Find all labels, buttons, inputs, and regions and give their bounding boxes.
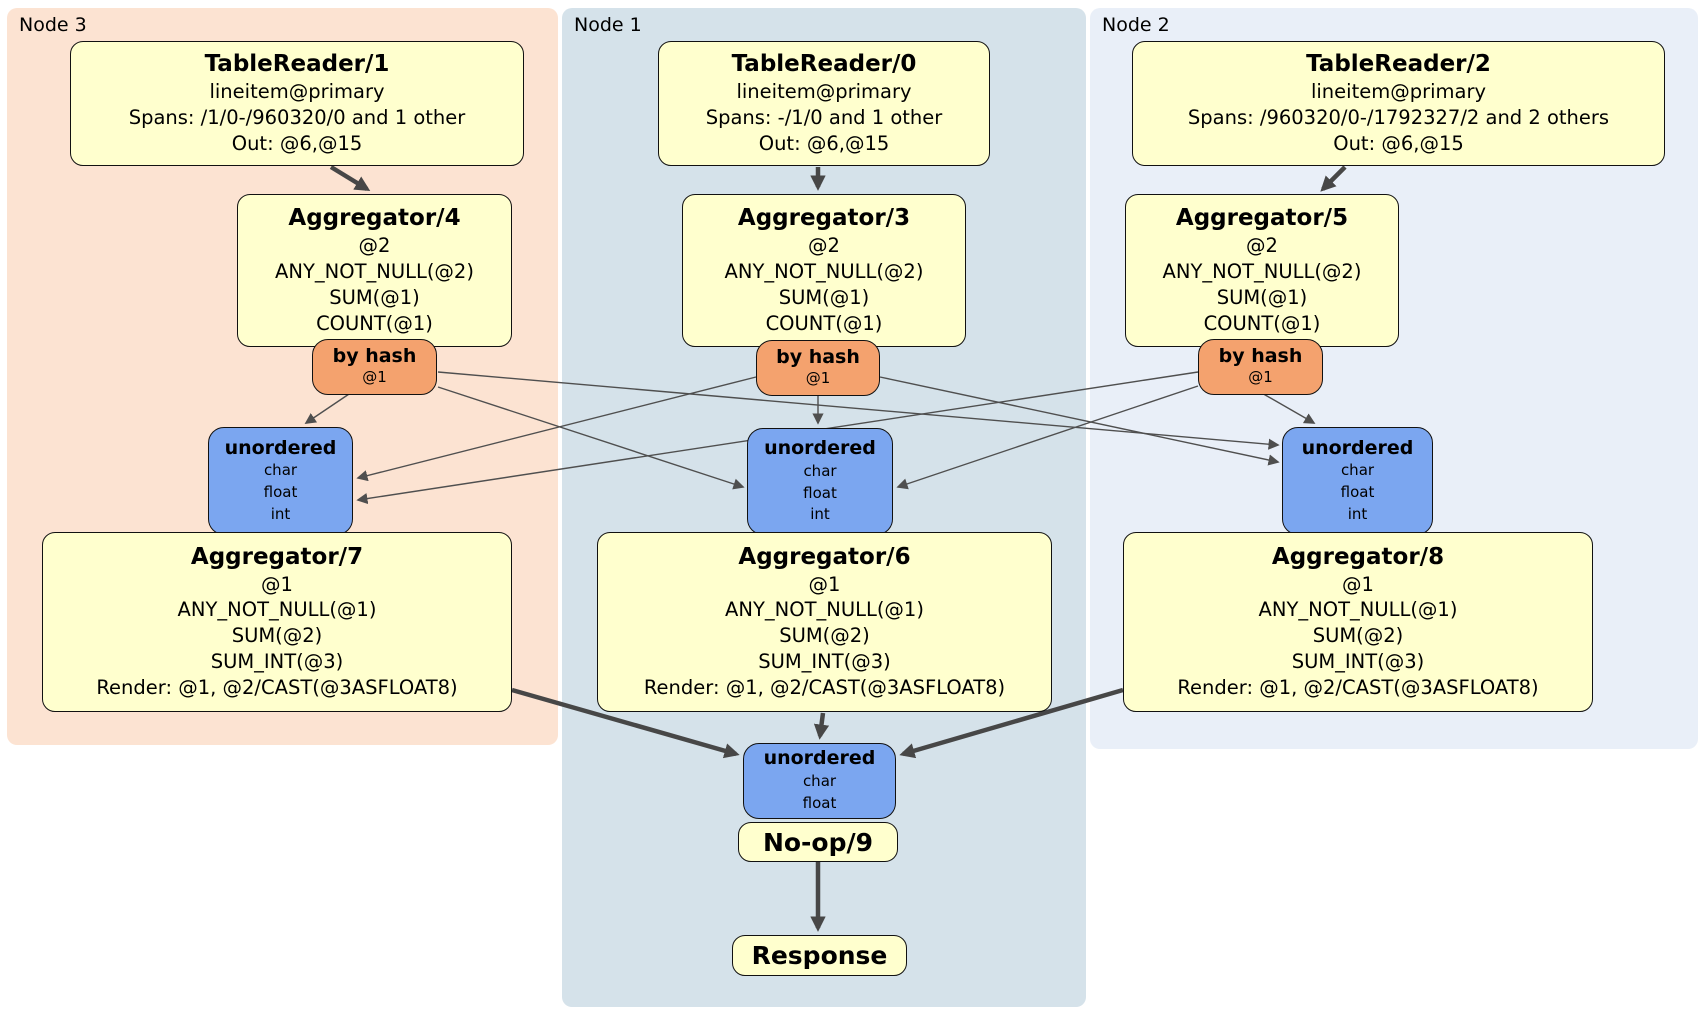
sync-column: float [802, 793, 837, 812]
processor-detail: COUNT(@1) [1203, 311, 1321, 335]
router-by-hash-4: by hash @1 [312, 339, 437, 395]
sync-title: unordered [764, 437, 876, 459]
processor-aggregator-5: Aggregator/5 @2 ANY_NOT_NULL(@2) SUM(@1)… [1125, 194, 1399, 347]
processor-response: Response [732, 935, 907, 976]
processor-detail: lineitem@primary [736, 79, 912, 103]
processor-detail: Render: @1, @2/CAST(@3ASFLOAT8) [1177, 676, 1539, 700]
processor-title: TableReader/2 [1306, 51, 1491, 78]
processor-detail: Spans: /1/0-/960320/0 and 1 other [128, 105, 466, 129]
processor-detail: SUM(@1) [329, 285, 420, 309]
processor-flow-edges [329, 165, 1347, 932]
processor-tablereader-1: TableReader/1 lineitem@primary Spans: /1… [70, 41, 524, 166]
processor-detail: Out: @6,@15 [758, 131, 890, 155]
sync-column: int [1347, 504, 1368, 523]
processor-detail: ANY_NOT_NULL(@2) [724, 259, 924, 283]
processor-aggregator-6: Aggregator/6 @1 ANY_NOT_NULL(@1) SUM(@2)… [597, 532, 1052, 712]
processor-title: Aggregator/5 [1175, 205, 1349, 232]
processor-detail: SUM(@2) [1312, 624, 1404, 648]
processor-noop-9: No-op/9 [738, 822, 898, 862]
processor-detail: @1 [1342, 572, 1374, 596]
processor-aggregator-3: Aggregator/3 @2 ANY_NOT_NULL(@2) SUM(@1)… [682, 194, 966, 347]
router-title: by hash [332, 345, 417, 368]
processor-aggregator-8: Aggregator/8 @1 ANY_NOT_NULL(@1) SUM(@2)… [1123, 532, 1593, 712]
processor-detail: @1 [261, 572, 293, 596]
processor-detail: ANY_NOT_NULL(@1) [725, 598, 924, 622]
processor-detail: SUM_INT(@3) [758, 650, 891, 674]
processor-detail: SUM(@1) [778, 285, 870, 309]
processor-tablereader-2: TableReader/2 lineitem@primary Spans: /9… [1132, 41, 1665, 166]
processor-detail: ANY_NOT_NULL(@2) [1162, 259, 1362, 283]
processor-detail: ANY_NOT_NULL(@1) [1258, 598, 1458, 622]
panel-node-1-label: Node 1 [574, 14, 642, 36]
router-title: by hash [1218, 345, 1303, 368]
sync-unordered-final: unordered char float [743, 743, 896, 819]
processor-detail: ANY_NOT_NULL(@1) [177, 598, 377, 622]
processor-detail: Render: @1, @2/CAST(@3ASFLOAT8) [96, 676, 458, 700]
panel-node-3-label: Node 3 [19, 14, 87, 36]
sync-title: unordered [763, 747, 876, 770]
processor-detail: Render: @1, @2/CAST(@3ASFLOAT8) [643, 676, 1006, 700]
processor-title: Aggregator/8 [1271, 543, 1445, 570]
sync-title: unordered [1301, 436, 1414, 459]
processor-detail: lineitem@primary [209, 79, 385, 103]
processor-detail: COUNT(@1) [316, 311, 433, 335]
router-by-hash-5: by hash @1 [1198, 339, 1323, 395]
processor-title: Aggregator/6 [738, 543, 911, 570]
sync-column: char [803, 461, 837, 480]
processor-title: TableReader/0 [731, 51, 917, 78]
sync-unordered-7: unordered char float int [208, 427, 353, 535]
processor-detail: SUM(@2) [779, 624, 870, 648]
processor-title: Aggregator/3 [737, 205, 911, 232]
processor-title: Response [751, 941, 888, 970]
sync-column: float [803, 483, 837, 502]
processor-title: No-op/9 [762, 827, 874, 857]
processor-detail: Out: @6,@15 [1333, 131, 1464, 155]
processor-tablereader-0: TableReader/0 lineitem@primary Spans: -/… [658, 41, 990, 166]
processor-title: TableReader/1 [204, 51, 390, 78]
processor-title: Aggregator/7 [190, 543, 364, 570]
processor-detail: SUM(@1) [1216, 285, 1308, 309]
processor-detail: @2 [1246, 234, 1278, 258]
processor-detail: @2 [358, 234, 391, 258]
processor-detail: @1 [808, 572, 841, 596]
processor-detail: Spans: /960320/0-/1792327/2 and 2 others [1187, 105, 1610, 129]
router-detail: @1 [1248, 368, 1273, 387]
router-detail: @1 [805, 369, 831, 388]
router-title: by hash [776, 346, 860, 369]
processor-detail: Spans: -/1/0 and 1 other [705, 105, 943, 129]
processor-detail: Out: @6,@15 [231, 131, 363, 155]
sync-column: int [810, 505, 830, 524]
sync-unordered-6: unordered char float int [747, 428, 893, 535]
sync-column: int [270, 504, 291, 523]
processor-detail: @2 [808, 234, 840, 258]
processor-title: Aggregator/4 [288, 205, 461, 232]
sync-column: char [802, 772, 837, 791]
sync-column: float [1340, 483, 1375, 501]
sync-column: float [263, 483, 298, 501]
processor-detail: lineitem@primary [1310, 79, 1487, 103]
sync-column: char [263, 461, 298, 480]
processor-detail: ANY_NOT_NULL(@2) [275, 259, 474, 283]
processor-detail: COUNT(@1) [765, 311, 883, 335]
sync-column: char [1340, 461, 1375, 480]
router-by-hash-3: by hash @1 [756, 340, 880, 396]
processor-aggregator-4: Aggregator/4 @2 ANY_NOT_NULL(@2) SUM(@1)… [237, 194, 512, 347]
processor-detail: SUM(@2) [231, 624, 323, 648]
sync-title: unordered [224, 436, 337, 459]
processor-aggregator-7: Aggregator/7 @1 ANY_NOT_NULL(@1) SUM(@2)… [42, 532, 512, 712]
router-detail: @1 [362, 368, 387, 387]
processor-detail: SUM_INT(@3) [210, 650, 344, 674]
sync-unordered-8: unordered char float int [1282, 427, 1433, 535]
panel-node-2-label: Node 2 [1102, 14, 1170, 36]
processor-detail: SUM_INT(@3) [1291, 650, 1425, 674]
